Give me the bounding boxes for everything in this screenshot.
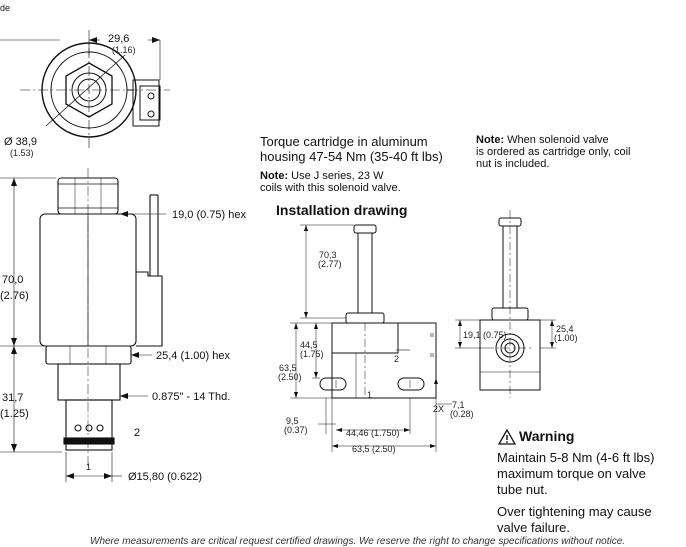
side-hex-bottom-dim: 25,4 (1.00) hex: [156, 350, 230, 362]
cartridge-note-line-1: When solenoid valve: [504, 134, 609, 146]
install-body-width: 63,5 (2.50): [352, 444, 396, 454]
install-hole-dia: 7,1: [452, 400, 465, 410]
install-stem-height-in: (2.77): [318, 259, 342, 269]
cartridge-note-line-2: is ordered as cartridge only, coil: [476, 146, 631, 158]
warning-line-1: Maintain 5-8 Nm (4-6 ft lbs): [497, 450, 655, 465]
install-hole-qty: 2X: [433, 404, 444, 414]
install-side-offset: 19,1 (0.75): [463, 330, 507, 340]
side-hex-top-dim: 19,0 (0.75) hex: [172, 209, 246, 221]
torque-line-1: Torque cartridge in aluminum: [260, 134, 428, 149]
install-hole-dia-in: (0.28): [450, 409, 474, 419]
warning-title: Warning: [519, 428, 575, 444]
series-note: Note: Use J series, 23 W coils with this…: [260, 170, 401, 194]
install-stem-height: 70,3: [319, 250, 337, 260]
side-lower-dim: 31,7: [2, 392, 23, 404]
warning-line-5: valve failure.: [497, 520, 570, 535]
warning-line-3: tube nut.: [497, 482, 548, 497]
side-connector: [136, 271, 163, 347]
top-diameter-dim-in: (1.53): [10, 148, 34, 158]
install-bottom-offset-in: (0.37): [284, 425, 308, 435]
side-lower-dim-in: (1.25): [0, 408, 29, 420]
install-total-height: 63,5: [279, 363, 297, 373]
side-bottom-dia-dim: Ø15,80 (0.622): [128, 471, 202, 483]
footer-disclaimer: Where measurements are critical request …: [90, 536, 626, 547]
installation-title: Installation drawing: [276, 202, 408, 218]
cartridge-note-line-3: nut is included.: [476, 158, 550, 170]
install-nut: [345, 312, 385, 324]
install-port-1: 1: [367, 390, 372, 400]
install-side-width: 25,4: [556, 324, 574, 334]
side-height-dim: 70,0: [2, 274, 23, 286]
side-thread: [57, 363, 121, 401]
side-bottom-hex: [45, 345, 132, 365]
install-port-2: 2: [394, 354, 399, 364]
install-side-width-in: (1.00): [554, 333, 578, 343]
side-height-dim-in: (2.76): [0, 290, 29, 302]
torque-line-2: housing 47-54 Nm (35-40 ft lbs): [260, 149, 443, 164]
install-total-height-in: (2.50): [278, 372, 302, 382]
top-diameter-dim: Ø 38,9: [4, 136, 37, 148]
series-note-label: Note:: [260, 170, 289, 182]
series-note-line-2: coils with this solenoid valve.: [260, 182, 401, 194]
install-body-height-in: (1.75): [300, 349, 324, 359]
warning-text: Maintain 5-8 Nm (4-6 ft lbs) maximum tor…: [497, 450, 682, 536]
series-note-line-1: Use J series, 23 W: [288, 170, 384, 182]
install-bottom-offset: 9,5: [286, 416, 299, 426]
install-stem: [357, 232, 373, 314]
torque-note: Torque cartridge in aluminum housing 47-…: [260, 134, 443, 164]
side-port-1: 1: [86, 462, 91, 472]
warning-line-2: maximum torque on valve: [497, 466, 646, 481]
top-width-dim-in: (1.16): [112, 45, 136, 55]
install-stem-cap: [353, 224, 377, 234]
install-port-spacing: 44,46 (1.750): [346, 428, 400, 438]
warning-icon: [497, 428, 517, 445]
side-cartridge: [65, 399, 113, 451]
cartridge-note-label: Note:: [476, 134, 505, 146]
warning-line-4: Over tightening may cause: [497, 504, 652, 519]
corner-text: de: [0, 3, 11, 13]
cartridge-note: Note: When solenoid valve is ordered as …: [476, 134, 630, 170]
side-port-2: 2: [134, 427, 140, 439]
install-body-height: 44,5: [300, 340, 318, 350]
side-thread-dim: 0.875" - 14 Thd.: [152, 391, 230, 403]
top-width-dim: 29,6: [108, 33, 129, 45]
top-view-connector: [132, 79, 160, 127]
